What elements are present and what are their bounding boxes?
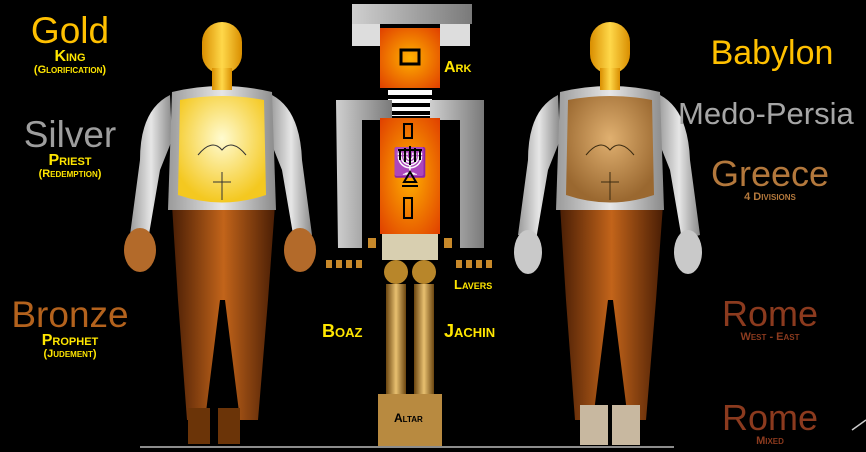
lavers-label: Lavers xyxy=(454,278,492,291)
priest-label: Priest xyxy=(24,153,117,169)
medo-persia-group: Medo-Persia xyxy=(678,98,854,129)
glorification-label: (Glorification) xyxy=(31,65,109,76)
medo-persia-label: Medo-Persia xyxy=(678,98,854,129)
greece-label: Greece xyxy=(711,156,829,192)
greece-group: Greece 4 Divisions xyxy=(711,156,829,203)
babylon-label: Babylon xyxy=(711,36,834,70)
silver-label: Silver xyxy=(24,116,117,153)
rome-label-2: Rome xyxy=(722,400,818,436)
babylon-group: Babylon xyxy=(711,36,834,70)
judement-label: (Judement) xyxy=(11,349,128,360)
rome-west-east-group: Rome West - East xyxy=(722,296,818,343)
prophet-label: Prophet xyxy=(11,333,128,349)
rome-mixed-group: Rome Mixed xyxy=(722,400,818,447)
arrow-icon xyxy=(852,420,866,430)
bronze-label: Bronze xyxy=(11,296,128,333)
gold-group: Gold King (Glorification) xyxy=(31,12,109,76)
gold-label: Gold xyxy=(31,12,109,49)
rome-label-1: Rome xyxy=(722,296,818,332)
left-statue-figure xyxy=(124,22,316,444)
king-label: King xyxy=(31,49,109,65)
ark-label: Ark xyxy=(444,60,471,76)
boaz-label: Boaz xyxy=(322,322,362,340)
altar-label: Altar xyxy=(394,412,423,424)
bronze-group: Bronze Prophet (Judement) xyxy=(11,296,128,360)
silver-group: Silver Priest (Redemption) xyxy=(24,116,117,180)
right-statue-figure xyxy=(514,22,702,445)
redemption-label: (Redemption) xyxy=(24,169,117,180)
jachin-label: Jachin xyxy=(444,322,495,340)
